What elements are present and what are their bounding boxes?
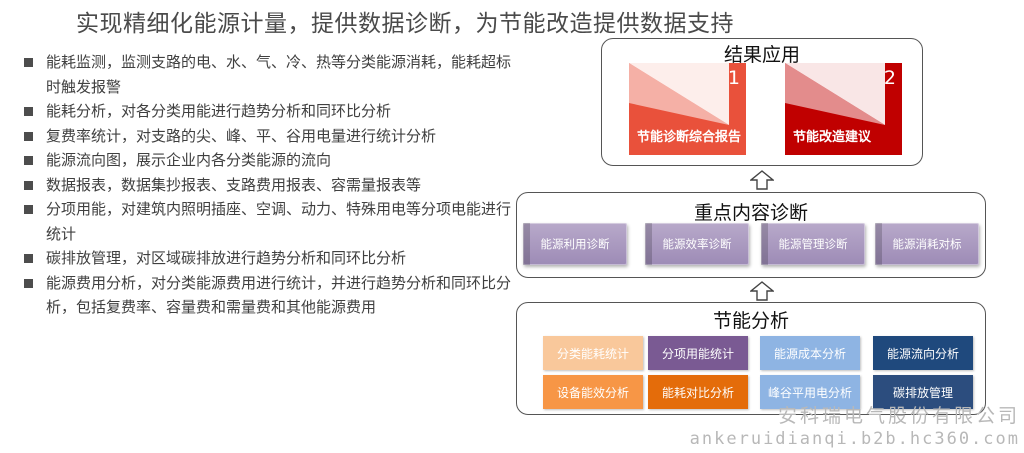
key-diagnosis-title: 重点内容诊断	[693, 202, 808, 224]
energy-analysis-panel: 节能分析 分类能耗统计 分项用能统计 能源成本分析 能源流向分析 设备能效分析 …	[516, 302, 986, 415]
up-arrow-icon	[750, 281, 774, 301]
tile-label: 分类能耗统计	[556, 346, 629, 361]
watermark: 安科瑞电气股份有限公司 ankeruidianqi.b2b.hc360.com	[690, 404, 1020, 450]
diagnosis-item-label: 能源消耗对标	[892, 237, 962, 251]
tile-category-consumption[interactable]: 分类能耗统计	[543, 336, 643, 370]
result-card-label: 节能诊断综合报告	[637, 130, 742, 145]
square-bullet-icon	[24, 156, 33, 165]
list-item-text: 复费率统计，对支路的尖、峰、平、谷用电量进行统计分析	[46, 126, 437, 145]
energy-analysis-title: 节能分析	[712, 310, 789, 332]
square-bullet-icon	[24, 180, 33, 190]
tile-label: 分项用能统计	[661, 346, 734, 361]
list-item-text: 能源流向图，展示企业内各分类能源的流向	[46, 151, 332, 169]
list-item: 能源费用分析，对分类能源费用进行统计，并进行趋势分析和同环比分析，包括复费率、容…	[22, 271, 512, 320]
square-bullet-icon	[24, 58, 33, 67]
watermark-url: ankeruidianqi.b2b.hc360.com	[689, 429, 1020, 449]
list-item-text: 能源费用分析，对分类能源费用进行统计，并进行趋势分析和同环比分析，包括复费率、容…	[46, 273, 512, 317]
list-item-text: 碳排放管理，对区域碳排放进行趋势分析和同环比分析	[46, 249, 407, 267]
tile-peak-valley[interactable]: 峰谷平用电分析	[760, 375, 860, 409]
square-bullet-icon	[24, 131, 33, 141]
diagnosis-item-label: 能源利用诊断	[540, 237, 610, 251]
square-bullet-icon	[24, 107, 33, 116]
feature-list: 能耗监测，监测支路的电、水、气、冷、热等分类能源消耗，能耗超标时触发报警 能耗分…	[22, 50, 512, 320]
list-item-text: 分项用能，对建筑内照明插座、空调、动力、特殊用电等分项电能进行统计	[46, 200, 512, 243]
up-arrow-icon	[750, 170, 774, 190]
tile-energy-flow[interactable]: 能源流向分析	[873, 336, 973, 370]
watermark-company: 安科瑞电气股份有限公司	[777, 405, 1020, 427]
diagnosis-item-energy-management[interactable]: 能源管理诊断	[761, 223, 865, 265]
tile-consumption-comparison[interactable]: 能耗对比分析	[648, 375, 748, 409]
diagnosis-item-consumption-benchmark[interactable]: 能源消耗对标	[875, 223, 979, 265]
square-bullet-icon	[24, 278, 33, 288]
result-card-retrofit-advice[interactable]: 2 节能改造建议	[785, 63, 902, 155]
tile-label: 峰谷平用电分析	[767, 385, 852, 400]
page-title: 实现精细化能源计量，提供数据诊断，为节能改造提供数据支持	[76, 11, 734, 37]
result-card-diagnosis-report[interactable]: 1 节能诊断综合报告	[629, 63, 746, 155]
list-item: 数据报表，数据集抄报表、支路费用报表、容需量报表等	[22, 173, 512, 198]
square-bullet-icon	[24, 254, 33, 263]
diagnosis-item-label: 能源管理诊断	[778, 237, 848, 251]
folded-corner-icon	[629, 63, 729, 125]
tile-carbon-management[interactable]: 碳排放管理	[873, 375, 973, 409]
list-item: 能耗分析，对各分类用能进行趋势分析和同环比分析	[22, 99, 512, 124]
tile-label: 能源成本分析	[773, 346, 846, 361]
diagnosis-item-energy-use[interactable]: 能源利用诊断	[523, 223, 627, 265]
result-card-number: 1	[727, 67, 740, 89]
tile-label: 设备能效分析	[556, 385, 629, 400]
list-item: 分项用能，对建筑内照明插座、空调、动力、特殊用电等分项电能进行统计	[22, 197, 512, 246]
tile-itemized-energy[interactable]: 分项用能统计	[648, 336, 748, 370]
list-item-text: 能耗分析，对各分类用能进行趋势分析和同环比分析	[46, 102, 392, 120]
list-item: 复费率统计，对支路的尖、峰、平、谷用电量进行统计分析	[22, 124, 512, 149]
square-bullet-icon	[24, 205, 33, 214]
result-card-number: 2	[883, 67, 896, 89]
tile-energy-cost[interactable]: 能源成本分析	[760, 336, 860, 370]
list-item: 能耗监测，监测支路的电、水、气、冷、热等分类能源消耗，能耗超标时触发报警	[22, 50, 512, 99]
result-card-label: 节能改造建议	[793, 130, 872, 145]
tile-equipment-efficiency[interactable]: 设备能效分析	[543, 375, 643, 409]
list-item-text: 能耗监测，监测支路的电、水、气、冷、热等分类能源消耗，能耗超标时触发报警	[46, 53, 512, 96]
list-item-text: 数据报表，数据集抄报表、支路费用报表、容需量报表等	[46, 175, 422, 194]
diagnosis-item-energy-efficiency[interactable]: 能源效率诊断	[645, 223, 749, 265]
list-item: 碳排放管理，对区域碳排放进行趋势分析和同环比分析	[22, 246, 512, 271]
tile-label: 碳排放管理	[892, 385, 953, 400]
tile-label: 能源流向分析	[886, 346, 959, 361]
results-application-panel: 结果应用 1 节能诊断综合报告 2 节能改造建议	[601, 38, 923, 166]
results-panel-title: 结果应用	[723, 44, 800, 66]
folded-corner-icon	[785, 63, 885, 125]
tile-label: 能耗对比分析	[661, 385, 734, 400]
key-diagnosis-panel: 重点内容诊断 能源利用诊断 能源效率诊断 能源管理诊断 能源消耗对标	[516, 192, 986, 278]
list-item: 能源流向图，展示企业内各分类能源的流向	[22, 148, 512, 173]
diagnosis-item-label: 能源效率诊断	[662, 237, 732, 251]
